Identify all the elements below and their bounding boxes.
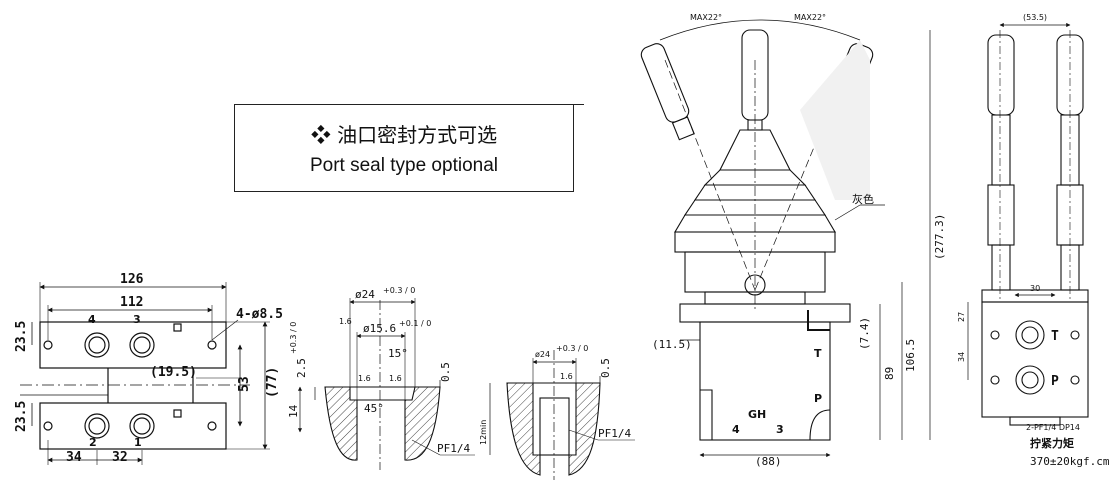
dim-77: (77) — [265, 367, 280, 398]
dim-106-5: 106.5 — [904, 339, 917, 372]
seal-a-rough2: 1.6 — [358, 374, 371, 383]
dim-53-5: (53.5) — [1023, 13, 1047, 22]
torque-value: 370±20kgf.cm — [1030, 455, 1110, 468]
dim-11-5: (11.5) — [652, 338, 692, 351]
dim-277-3: (277.3) — [933, 214, 946, 260]
seal-a-dia15: ø15.6 — [363, 322, 396, 335]
port-seal-callout: ❖ 油口密封方式可选 Port seal type optional — [234, 104, 574, 192]
seal-a-thread: PF1/4 — [437, 442, 470, 455]
dim-7-4: (7.4) — [858, 317, 871, 350]
seal-a-h05: 0.5 — [439, 362, 452, 382]
side-view-drawing — [967, 22, 1089, 426]
mounting-plate-drawing — [20, 282, 270, 465]
seal-b-h05: 0.5 — [599, 358, 612, 378]
dim-112: 112 — [120, 295, 143, 310]
seal-a-dimensions: ø24 +0.3 / 0 ø15.6 +0.1 / 0 15° 45° 2.5 … — [287, 286, 470, 455]
dim-88: (88) — [755, 455, 782, 468]
max-left-label: MAX22° — [690, 13, 722, 22]
seal-a-depth: 2.5 — [295, 358, 308, 378]
top-plate-outline — [39, 321, 227, 369]
seal-a-rough3: 1.6 — [389, 374, 402, 383]
callout-chinese-line: ❖ 油口密封方式可选 — [235, 119, 573, 148]
dim-holes: 4-ø8.5 — [236, 307, 283, 322]
callout-chinese-text: 油口密封方式可选 — [337, 123, 498, 147]
joystick-port-4: 4 — [732, 423, 740, 436]
port-label-4: 4 — [88, 313, 96, 326]
port-note: 2-PF1/4 DP14 — [1026, 423, 1080, 432]
dim-27: 27 — [957, 312, 966, 322]
seal-a-angle15: 15° — [388, 347, 408, 360]
seal-a-h14: 14 — [287, 404, 300, 418]
dim-34-side: 34 — [957, 352, 966, 362]
dim-34: 34 — [66, 450, 82, 465]
joystick-port-P: P — [814, 392, 822, 405]
port-label-3: 3 — [133, 313, 141, 326]
seal-detail-a — [297, 298, 475, 470]
side-view-dimensions: (53.5) 30 27 34 T P 2-PF1/4 DP14 — [957, 13, 1080, 432]
seal-b-thread: PF1/4 — [598, 427, 631, 440]
dim-89: 89 — [883, 367, 896, 380]
callout-english-text: Port seal type optional — [309, 155, 498, 176]
bottom-plate-outline — [39, 402, 227, 450]
dim-19-5: (19.5) — [150, 365, 197, 380]
port-label-2: 2 — [89, 436, 97, 449]
seal-b-dimensions: ø24 +0.3 / 0 0.5 12min 1.6 PF1/4 — [479, 344, 631, 445]
joystick-port-T: T — [814, 347, 822, 360]
torque-title: 拧紧力矩 — [1030, 437, 1074, 450]
joystick-front-drawing — [640, 19, 931, 458]
seal-b-depth: 12min — [479, 420, 488, 445]
port-label-1: 1 — [134, 436, 142, 449]
plate-dimensions: 126 112 4-ø8.5 (19.5) 53 (77) 23.5 23.5 … — [14, 272, 283, 465]
seal-b-dia24-tol: +0.3 / 0 — [556, 344, 588, 353]
max-right-label: MAX22° — [794, 13, 826, 22]
dim-30: 30 — [1030, 284, 1040, 293]
seal-b-rough: 1.6 — [560, 372, 573, 381]
seal-b-dia24: ø24 — [535, 350, 550, 359]
side-port-P: P — [1051, 374, 1059, 389]
dim-53: 53 — [237, 376, 252, 392]
seal-detail-b — [489, 350, 635, 480]
seal-a-dia24-tol: +0.3 / 0 — [383, 286, 415, 295]
torque-note: 拧紧力矩 370±20kgf.cm — [1030, 435, 1109, 471]
color-note: 灰色 — [852, 192, 874, 206]
dim-126: 126 — [120, 272, 144, 287]
seal-a-dia15-tol: +0.1 / 0 — [399, 319, 431, 328]
joystick-dimensions: MAX22° MAX22° 灰色 (277.3) 106.5 89 (7.4) … — [652, 13, 946, 468]
seal-a-rough1: 1.6 — [339, 317, 352, 326]
diamond-bullet-icon: ❖ — [310, 123, 331, 147]
seal-a-depth-tol: +0.3 / 0 — [289, 322, 298, 354]
seal-a-dia24: ø24 — [355, 288, 375, 301]
dim-23-5-top: 23.5 — [14, 321, 29, 352]
dim-32: 32 — [112, 450, 128, 465]
joystick-port-GH: GH — [748, 408, 766, 421]
joystick-port-3: 3 — [776, 423, 784, 436]
dim-23-5-bottom: 23.5 — [14, 401, 29, 432]
side-port-T: T — [1051, 329, 1059, 344]
seal-a-angle45: 45° — [364, 402, 384, 415]
